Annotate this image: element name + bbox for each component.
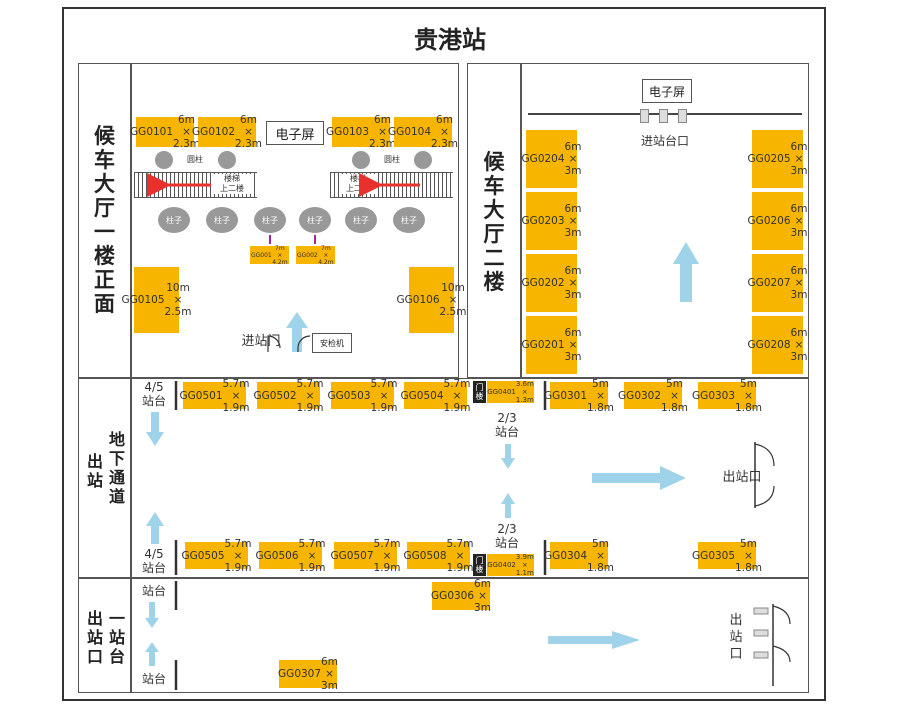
pillar: 柱子 [299,207,331,233]
arrow-down-45 [146,412,164,446]
platform-45-label-top: 4/5 站台 [141,380,166,408]
round-pillar [414,151,432,169]
ad-GG002: GG002 7m × 4.2m [296,244,335,266]
ad-GG0208: GG0208 6m × 3m [748,316,807,374]
outer-frame [62,7,826,701]
pillar: 柱子 [206,207,238,233]
screen-hall1: 电子屏 [266,121,324,145]
hall2-title: 候 车 大 厅 二 楼 [483,150,505,294]
pillar: 柱子 [254,207,286,233]
hall1-title: 候 车 大 厅 一 楼 正 面 [94,124,115,316]
platform-entrance-label: 进站台口 [640,134,689,148]
entrance-door [267,335,281,352]
underground-label-box [78,378,131,578]
ad-GG0306: GG0306 6m × 3m [431,578,491,614]
ad-GG0501: GG0501 5.7m × 1.9m [179,377,250,414]
security-machine: 安检机 [312,333,352,353]
platform-23-label-bottom: 2/3 站台 [494,522,519,550]
door-marker-top: 门 楼 [473,381,486,403]
round-pillar [352,151,370,169]
ad-GG0301: GG0301 5m × 1.8m [544,377,614,414]
gate-post [659,109,668,123]
arrow-down-p1 [145,602,159,628]
ad-GG0201: GG0201 6m × 3m [522,316,581,374]
ad-GG0206: GG0206 6m × 3m [748,192,807,250]
platform-label-bottom: 站台 [141,672,166,686]
ad-GG001: GG001 7m × 4.2m [250,244,289,266]
ad-GG0106: GG0106 10m × 2.5m [397,267,466,333]
ad-GG0203: GG0203 6m × 3m [522,192,581,250]
hall1-label-box [78,63,131,378]
arrow-down-23 [501,444,515,469]
ad-GG0307: GG0307 6m × 3m [278,656,338,692]
platform-label-top: 站台 [141,584,166,598]
ad-GG0104: GG0104 6m × 2.3m [388,114,458,150]
arrow-up-45 [146,512,164,544]
ad-GG0507: GG0507 5.7m × 1.9m [330,537,401,574]
platform-23-label-top: 2/3 站台 [494,411,519,439]
entrance-door [297,335,311,352]
entrance-arrow [286,312,308,352]
ad-GG0504: GG0504 5.7m × 1.9m [400,377,471,414]
page-title: 贵港站 [414,26,486,54]
arrow-up-p1 [145,642,159,666]
round-pillar [155,151,173,169]
exit-title: 出 站 [86,452,103,490]
ad-GG0401: GG0401 3.6m × 1.3m [487,380,534,404]
ad-GG0304: GG0304 5m × 1.8m [544,537,614,574]
hall2-label-box [467,63,521,378]
stairs-label-left: 楼梯 上二楼 [213,174,251,194]
round-pillar-label: 圆柱 [384,155,400,164]
round-pillar [218,151,236,169]
pillar: 柱子 [345,207,377,233]
gate-post [678,109,687,123]
ad-GG0303: GG0303 5m × 1.8m [692,377,762,414]
platform-45-label-bottom: 4/5 站台 [141,547,166,575]
platform1-exit-title: 出 站 口 [86,609,103,666]
ad-GG0204: GG0204 6m × 3m [522,130,581,188]
door-marker-bottom: 门 楼 [473,554,486,576]
pillar: 柱子 [393,207,425,233]
ad-GG0302: GG0302 5m × 1.8m [618,377,688,414]
arrow-to-exit-p1 [548,631,640,649]
ad-GG0207: GG0207 6m × 3m [748,254,807,312]
exit-gate-label: 出站口 [722,470,762,485]
ad-GG0505: GG0505 5.7m × 1.9m [181,537,252,574]
exit-gate-label-vertical: 出 站 口 [729,613,743,662]
ad-GG0202: GG0202 6m × 3m [522,254,581,312]
arrow-to-exit [592,466,686,490]
ad-GG0502: GG0502 5.7m × 1.9m [253,377,324,414]
ad-GG0402: GG0402 3.9m × 1.1m [487,553,534,577]
arrow-up-23 [501,493,515,518]
hall2-up-arrow [673,242,699,302]
screen-hall2: 电子屏 [642,79,692,103]
ad-GG0305: GG0305 5m × 1.8m [692,537,762,574]
ad-GG0105: GG0105 10m × 2.5m [122,267,191,333]
entrance-gate-label: 进站门 [241,334,281,349]
ad-GG0508: GG0508 5.7m × 1.9m [403,537,474,574]
platform1-title: 一 站 台 [108,609,125,666]
pillar: 柱子 [158,207,190,233]
ad-GG0503: GG0503 5.7m × 1.9m [327,377,398,414]
round-pillar-label: 圆柱 [187,155,203,164]
ad-GG0205: GG0205 6m × 3m [748,130,807,188]
platform1-area [131,578,809,693]
ad-GG0506: GG0506 5.7m × 1.9m [255,537,326,574]
gate-post [640,109,649,123]
ad-GG0102: GG0102 6m × 2.3m [192,114,262,150]
ad-GG0103: GG0103 6m × 2.3m [326,114,396,150]
platform1-label-box [78,578,131,693]
underground-title: 地 下 通 道 [108,430,125,506]
ad-GG0101: GG0101 6m × 2.3m [130,114,200,150]
